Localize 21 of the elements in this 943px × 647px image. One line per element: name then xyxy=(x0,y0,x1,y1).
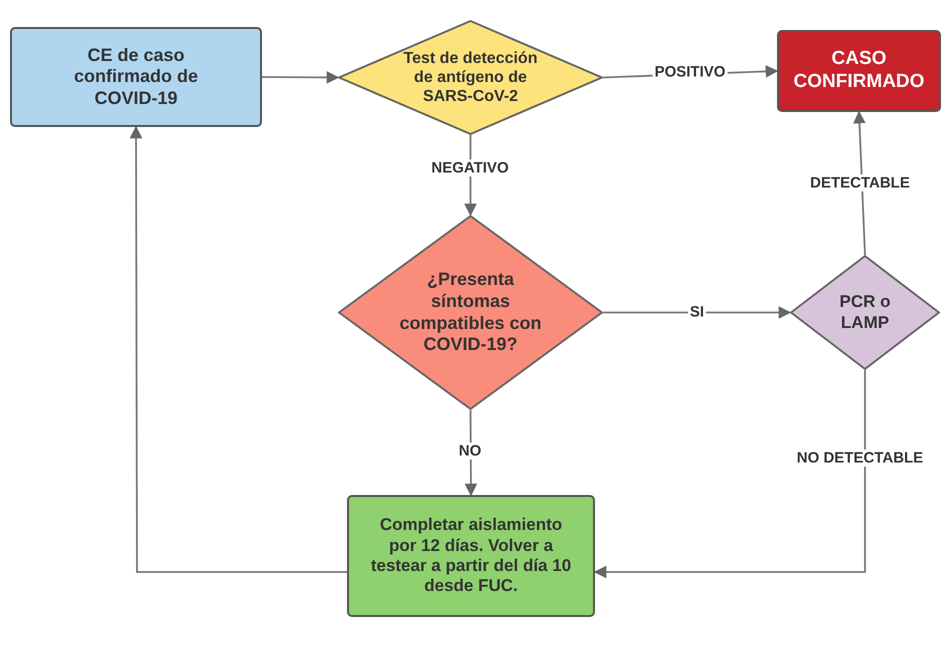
arrow xyxy=(853,110,866,256)
node-label: Completar aislamiento por 12 días. Volver a testear a partir del día 10 desde FUC. xyxy=(370,515,572,597)
edge-label: NEGATIVO xyxy=(429,160,511,176)
node-label: CE de caso confirmado de COVID-19 xyxy=(72,44,199,110)
process-box xyxy=(777,30,941,112)
node-label: ¿Presenta síntomas compatibles con COVID-19? xyxy=(398,269,543,356)
node-label: Test de detección de antígeno de SARS-CoV-2 xyxy=(402,48,538,106)
edge-label: NO DETECTABLE xyxy=(794,450,926,466)
edge-label: DETECTABLE xyxy=(808,174,912,192)
process-box xyxy=(347,495,595,617)
decision-diamond xyxy=(338,20,603,135)
arrow xyxy=(603,306,792,319)
arrow xyxy=(594,370,866,578)
decision-diamond xyxy=(338,215,603,410)
process-box xyxy=(10,27,262,127)
arrow xyxy=(130,126,347,573)
node-label: CASO CONFIRMADO xyxy=(792,48,926,94)
arrow xyxy=(262,71,340,84)
edge-label: NO xyxy=(456,442,484,460)
node-label: PCR o LAMP xyxy=(838,292,892,333)
decision-diamond xyxy=(790,255,940,370)
